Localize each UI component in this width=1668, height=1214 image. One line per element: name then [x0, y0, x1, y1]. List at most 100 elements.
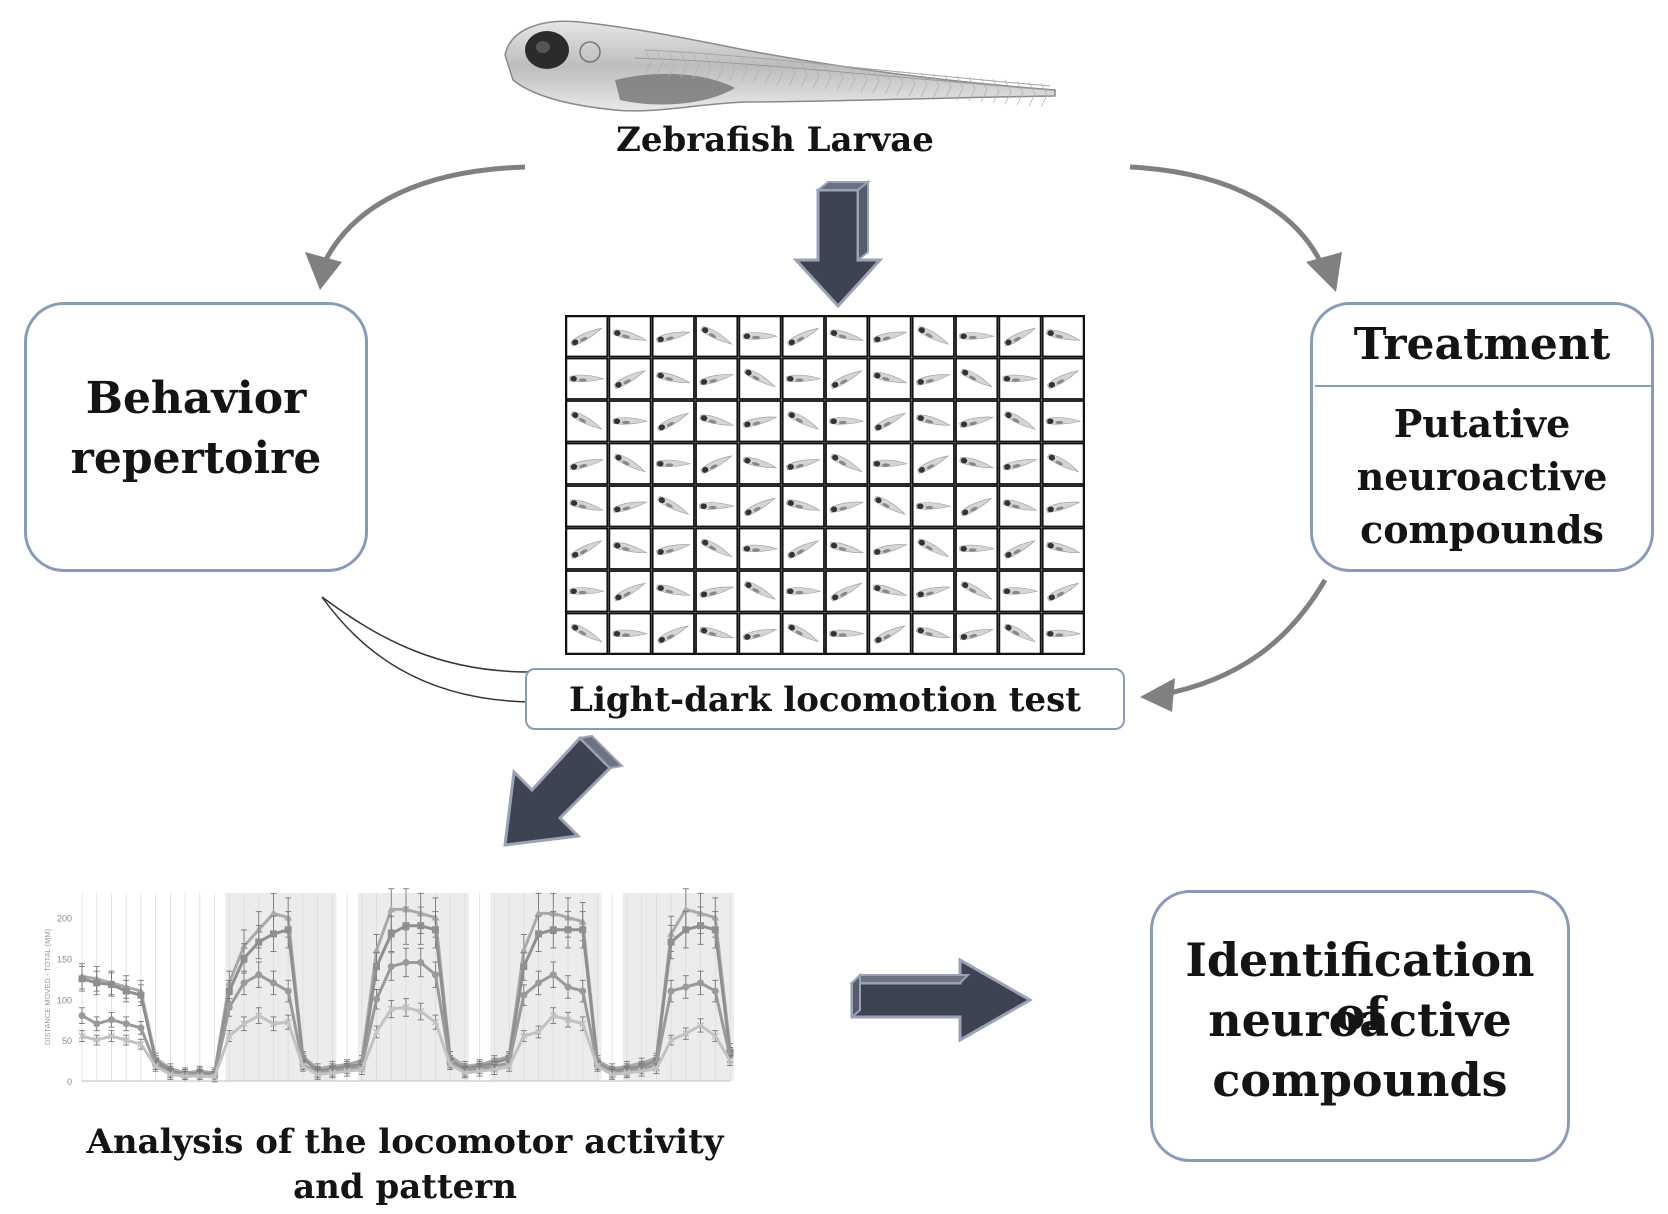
data-point	[417, 1007, 425, 1016]
y-tick-label: 150	[57, 954, 72, 964]
data-point	[520, 963, 528, 971]
plate-well	[911, 612, 955, 655]
plate-well	[565, 612, 609, 655]
data-point	[417, 922, 425, 930]
data-point	[78, 975, 86, 983]
data-point	[417, 958, 425, 966]
zebrafish-larva-image	[504, 20, 1056, 112]
y-tick-label: 50	[62, 1036, 72, 1046]
larva-icon	[742, 332, 779, 340]
plate-well	[998, 570, 1042, 613]
larva-icon	[829, 329, 865, 341]
larva-icon	[569, 499, 605, 511]
data-point	[431, 926, 439, 934]
plate-well	[651, 485, 695, 528]
larva-icon	[830, 453, 863, 473]
plate-well	[868, 315, 912, 358]
larva-icon	[570, 540, 603, 559]
data-point	[431, 971, 439, 979]
behavior-line1: Behavior	[85, 373, 307, 424]
plate-well	[825, 442, 869, 485]
data-point	[211, 1073, 219, 1081]
data-point	[314, 1070, 322, 1078]
larva-icon	[699, 627, 735, 639]
data-point	[697, 1021, 705, 1029]
identification-line3: compounds	[1212, 1053, 1508, 1107]
plate-well	[738, 315, 782, 358]
plate-well	[868, 442, 912, 485]
plate-well	[911, 527, 955, 570]
data-point	[682, 983, 690, 991]
plate-well	[781, 612, 825, 655]
data-point	[387, 930, 395, 938]
plate-well	[738, 570, 782, 613]
larva-icon	[959, 416, 995, 428]
plate-well	[911, 485, 955, 528]
data-point	[299, 1062, 307, 1070]
larva-icon	[916, 502, 952, 510]
data-point	[461, 1069, 469, 1077]
data-point	[240, 954, 248, 962]
connector-line-1	[321, 596, 531, 673]
larva-icon	[1047, 582, 1080, 602]
plate-well	[608, 400, 652, 443]
data-point	[652, 1065, 660, 1073]
larva-icon	[830, 582, 863, 602]
arrowhead-right-icon	[1306, 252, 1342, 292]
treatment-box: Treatment Putative neuroactive compounds	[1310, 302, 1654, 572]
larva-icon	[1046, 417, 1082, 425]
y-tick-label: 200	[57, 914, 72, 924]
data-point	[269, 909, 278, 917]
behavior-line2: repertoire	[70, 433, 322, 484]
data-point	[255, 971, 263, 979]
data-point	[667, 987, 675, 995]
data-point	[328, 1069, 336, 1077]
plate-well	[998, 485, 1042, 528]
plate-well	[608, 570, 652, 613]
larva-icon	[613, 582, 646, 602]
data-point	[284, 1018, 292, 1026]
larva-icon	[873, 412, 906, 432]
data-point	[78, 1032, 86, 1040]
plate-well	[868, 357, 912, 400]
data-point	[107, 1032, 115, 1040]
larva-icon	[656, 584, 691, 596]
plate-well	[955, 485, 999, 528]
larva-icon	[1046, 501, 1081, 513]
locomotion-test-label: Light-dark locomotion test	[569, 680, 1081, 720]
plate-well	[1041, 400, 1085, 443]
plate-well	[955, 400, 999, 443]
plate-well	[608, 485, 652, 528]
plate-well	[781, 400, 825, 443]
larva-icon	[1046, 542, 1081, 554]
plate-well	[565, 485, 609, 528]
larva-icon	[1002, 374, 1039, 383]
larva-icon	[872, 331, 908, 343]
plate-well	[565, 527, 609, 570]
data-point	[564, 1016, 572, 1024]
plate-well	[868, 527, 912, 570]
larva-icon	[569, 374, 605, 383]
data-point	[225, 1032, 233, 1040]
larva-icon	[917, 455, 950, 474]
larva-icon	[700, 326, 733, 345]
larva-icon	[612, 629, 649, 638]
larva-icon	[872, 544, 908, 556]
curved-arrow-to-test	[1159, 578, 1328, 698]
plate-well	[1041, 315, 1085, 358]
larva-icon	[917, 538, 950, 558]
plate-well	[738, 527, 782, 570]
data-point	[711, 1032, 719, 1040]
plate-well	[911, 357, 955, 400]
larva-icon	[699, 414, 735, 426]
larva-icon	[960, 581, 993, 600]
plate-well	[825, 612, 869, 655]
larva-icon	[742, 544, 779, 553]
data-point	[122, 1020, 130, 1028]
connector-line-2	[321, 596, 531, 703]
larva-icon	[1046, 629, 1082, 638]
larva-icon	[613, 370, 646, 389]
data-point	[476, 1067, 484, 1075]
data-point	[593, 1062, 601, 1070]
